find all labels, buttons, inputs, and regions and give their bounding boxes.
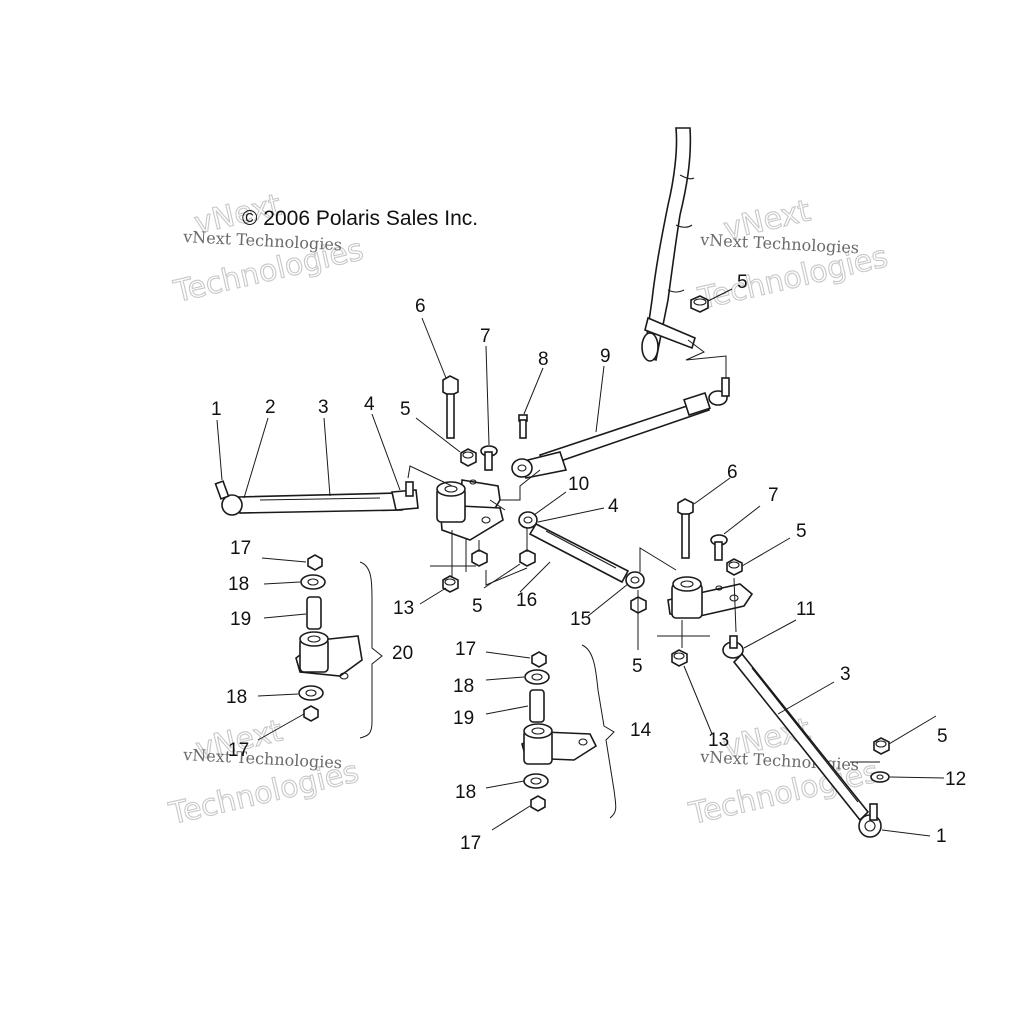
washer-12 (870, 771, 890, 783)
watermark-text: vNext Technologies (182, 227, 343, 254)
callout-5-top: 5 (400, 399, 411, 420)
callout-19-c: 19 (453, 708, 474, 729)
nut-13-right (671, 649, 688, 667)
callout-17-b: 17 (228, 740, 249, 761)
callout-5-far-right: 5 (937, 726, 948, 747)
callout-14: 14 (630, 720, 652, 741)
callout-3-right: 3 (840, 664, 851, 685)
callout-1-right: 1 (936, 826, 947, 847)
callout-11: 11 (796, 599, 816, 620)
bellcrank-left (436, 479, 504, 541)
callout-18-c: 18 (453, 676, 474, 697)
nut-5-right-top (726, 558, 743, 576)
callout-labels: 1 2 3 4 5 6 7 8 9 5 10 4 6 7 5 17 18 19 … (211, 272, 966, 854)
callout-17-c: 17 (455, 639, 476, 660)
callout-7-right: 7 (768, 485, 779, 506)
callout-4-top: 4 (364, 394, 375, 415)
copyright-notice: © 2006 Polaris Sales Inc. (242, 207, 478, 230)
bolt-7-left (480, 445, 498, 471)
callout-18-a: 18 (228, 574, 249, 595)
callout-7-left: 7 (480, 326, 491, 347)
callout-13-right: 13 (708, 730, 729, 751)
tie-rod-center (518, 511, 645, 589)
callout-16: 16 (516, 590, 537, 611)
nut-5-lower-left (471, 549, 536, 567)
callout-6-right: 6 (727, 462, 738, 483)
callout-9: 9 (600, 346, 611, 367)
callout-8: 8 (538, 349, 549, 370)
idler-assembly-20 (295, 554, 363, 722)
callout-5-column: 5 (737, 272, 748, 293)
callout-18-d: 18 (455, 782, 476, 803)
nut-13-left (442, 575, 459, 593)
callout-19-a: 19 (230, 609, 251, 630)
callout-12: 12 (945, 769, 966, 790)
callout-5-right-top: 5 (796, 521, 807, 542)
callout-17-a: 17 (230, 538, 251, 559)
callout-17-d: 17 (460, 833, 481, 854)
callout-6-left: 6 (415, 296, 426, 317)
steering-column (641, 127, 696, 362)
nut-5-far-right (873, 737, 890, 755)
callout-18-b: 18 (226, 687, 247, 708)
tie-rod-left (214, 480, 419, 516)
nut-5-top (690, 295, 709, 313)
bolt-6-right (677, 498, 694, 559)
bellcrank-right (667, 576, 754, 619)
nut-5-bellcrank (460, 448, 477, 467)
tie-rod-right (722, 635, 882, 838)
leader-lines (216, 317, 945, 837)
callout-10: 10 (568, 474, 589, 495)
callout-15: 15 (570, 609, 591, 630)
callout-3-left: 3 (318, 397, 329, 418)
callout-1-left: 1 (211, 399, 222, 420)
callout-5-mid: 5 (472, 596, 483, 617)
bolt-8 (518, 414, 528, 439)
bolt-6-left (442, 375, 459, 439)
watermark-text: vNext Technologies (699, 230, 860, 257)
callout-5-lower: 5 (632, 656, 643, 677)
callout-20: 20 (392, 643, 413, 664)
drag-link-9 (511, 377, 730, 479)
watermark-text: vNext Technologies (182, 745, 343, 772)
idler-assembly-14 (521, 651, 598, 812)
callout-4-mid: 4 (608, 496, 619, 517)
callout-2: 2 (265, 397, 276, 418)
callout-13-left: 13 (393, 598, 414, 619)
bolt-7-right (710, 534, 728, 561)
